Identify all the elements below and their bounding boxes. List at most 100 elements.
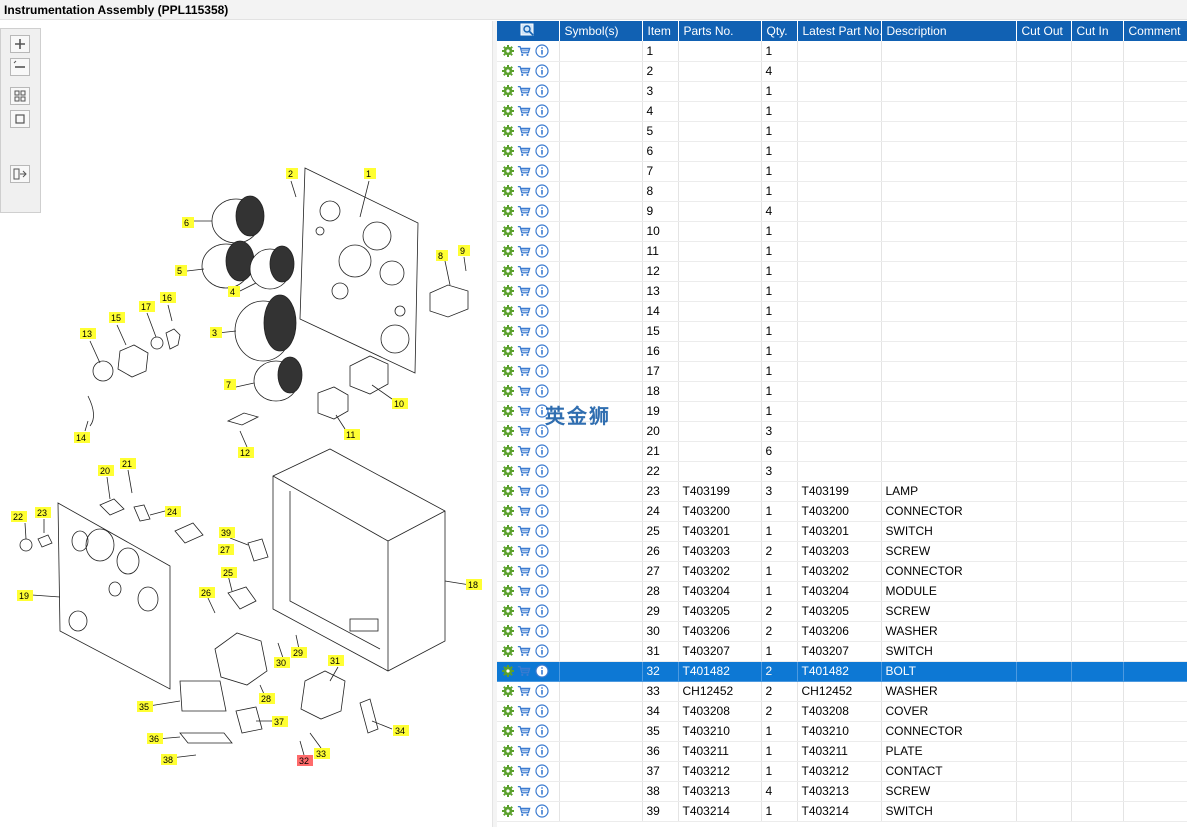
cart-icon[interactable] [517,764,533,778]
cart-icon[interactable] [517,364,533,378]
col-symbols[interactable]: Symbol(s) [559,21,643,41]
cart-icon[interactable] [517,284,533,298]
callout-29[interactable]: 29 [291,647,307,658]
gear-icon[interactable] [501,604,515,618]
callout-23[interactable]: 23 [35,507,51,518]
callout-7[interactable]: 7 [224,379,236,390]
col-qty[interactable]: Qty. [761,21,798,41]
info-icon[interactable] [535,444,549,459]
info-icon[interactable] [535,544,549,559]
info-icon[interactable] [535,504,549,519]
cart-icon[interactable] [517,224,533,238]
zoom-in-icon[interactable] [10,35,30,53]
info-icon[interactable] [535,524,549,539]
callout-24[interactable]: 24 [165,506,181,517]
cart-icon[interactable] [517,304,533,318]
info-icon[interactable] [535,484,549,499]
callout-4[interactable]: 4 [228,286,240,297]
zoom-out-icon[interactable] [10,58,30,76]
cart-icon[interactable] [517,184,533,198]
callout-22[interactable]: 22 [11,511,27,522]
gear-icon[interactable] [501,384,515,398]
gear-icon[interactable] [501,504,515,518]
gear-icon[interactable] [501,204,515,218]
info-icon[interactable] [535,744,549,759]
callout-8[interactable]: 8 [436,250,448,261]
fit-icon[interactable] [10,87,30,105]
cart-icon[interactable] [517,164,533,178]
cart-icon[interactable] [517,44,533,58]
cart-icon[interactable] [517,524,533,538]
gear-icon[interactable] [501,424,515,438]
gear-icon[interactable] [501,624,515,638]
gear-icon[interactable] [501,344,515,358]
callout-37[interactable]: 37 [272,716,288,727]
callout-31[interactable]: 31 [328,655,344,666]
cart-icon[interactable] [517,704,533,718]
gear-icon[interactable] [501,64,515,78]
gear-icon[interactable] [501,364,515,378]
gear-icon[interactable] [501,644,515,658]
cart-icon[interactable] [517,244,533,258]
callout-11[interactable]: 11 [344,429,360,440]
callout-38[interactable]: 38 [161,754,177,765]
gear-icon[interactable] [501,284,515,298]
gear-icon[interactable] [501,164,515,178]
callout-35[interactable]: 35 [137,701,153,712]
info-icon[interactable] [535,284,549,299]
splitter[interactable] [492,21,497,827]
cart-icon[interactable] [517,504,533,518]
callout-15[interactable]: 15 [109,312,125,323]
callout-5[interactable]: 5 [175,265,187,276]
info-icon[interactable] [535,184,549,199]
callout-21[interactable]: 21 [120,458,136,469]
callout-26[interactable]: 26 [199,587,215,598]
callout-27[interactable]: 27 [218,544,234,555]
gear-icon[interactable] [501,264,515,278]
callout-9[interactable]: 9 [458,245,470,256]
gear-icon[interactable] [501,324,515,338]
gear-icon[interactable] [501,444,515,458]
info-icon[interactable] [535,764,549,779]
cart-icon[interactable] [517,104,533,118]
col-item[interactable]: Item [642,21,679,41]
cart-icon[interactable] [517,384,533,398]
info-icon[interactable] [535,404,549,419]
cart-icon[interactable] [517,444,533,458]
cart-icon[interactable] [517,544,533,558]
info-icon[interactable] [535,124,549,139]
gear-icon[interactable] [501,224,515,238]
gear-icon[interactable] [501,404,515,418]
gear-icon[interactable] [501,704,515,718]
cart-icon[interactable] [517,84,533,98]
callout-16[interactable]: 16 [160,292,176,303]
col-cut-in[interactable]: Cut In [1071,21,1124,41]
info-icon[interactable] [535,804,549,819]
cart-icon[interactable] [517,424,533,438]
info-icon[interactable] [535,684,549,699]
cart-icon[interactable] [517,564,533,578]
gear-icon[interactable] [501,544,515,558]
info-icon[interactable] [535,264,549,279]
gear-icon[interactable] [501,764,515,778]
gear-icon[interactable] [501,744,515,758]
